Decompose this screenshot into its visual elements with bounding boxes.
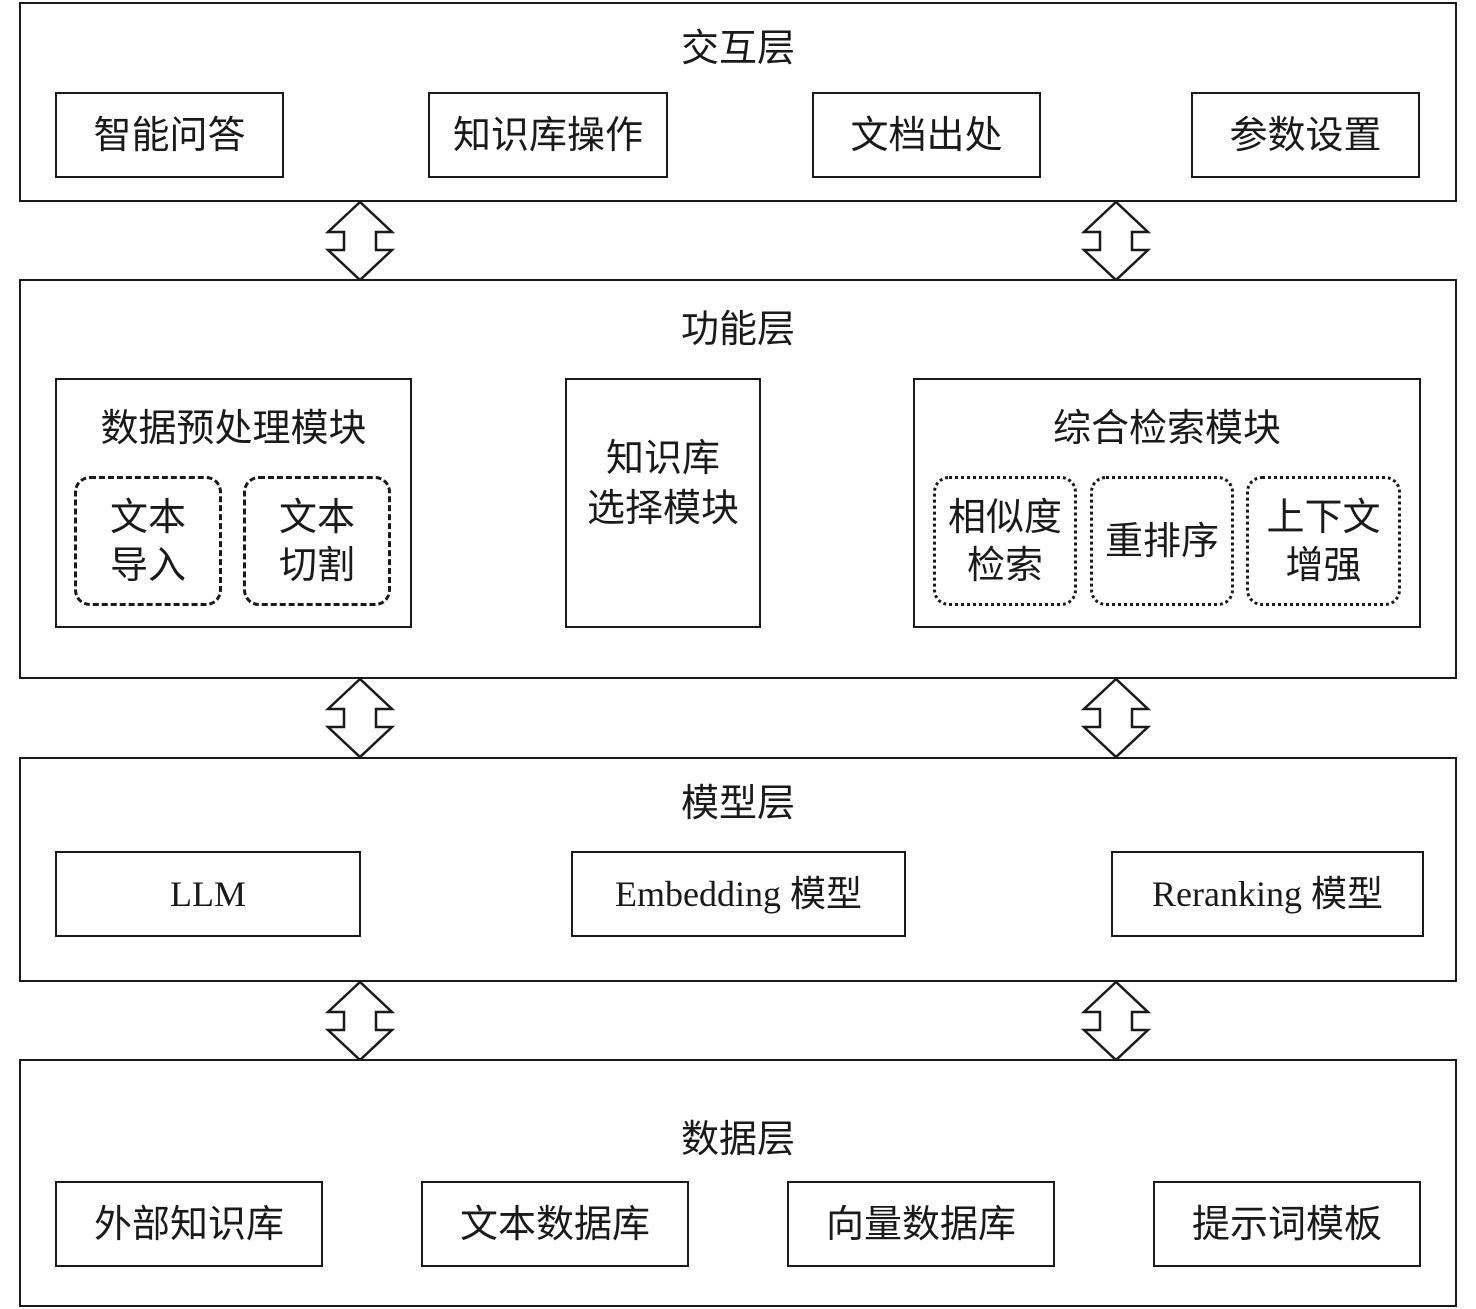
retrieval-module: 综合检索模块 相似度 检索 重排序 上下文 增强 <box>913 378 1421 628</box>
text-import-line2: 导入 <box>109 543 186 587</box>
reranking-model-box: Reranking 模型 <box>1111 851 1424 937</box>
retrieval-module-title: 综合检索模块 <box>1052 406 1281 450</box>
context-enhance-line2: 增强 <box>1285 543 1362 587</box>
external-kb-box: 外部知识库 <box>55 1181 323 1267</box>
preprocess-module-title: 数据预处理模块 <box>100 406 367 450</box>
llm-box: LLM <box>55 851 361 937</box>
preprocess-module: 数据预处理模块 文本 导入 文本 切割 <box>55 378 412 628</box>
function-layer: 功能层 数据预处理模块 文本 导入 文本 切割 知识库 选择模块 综合检索模块 … <box>19 279 1457 679</box>
vector-db-box: 向量数据库 <box>787 1181 1055 1267</box>
bidirectional-arrow-icon <box>1080 980 1152 1062</box>
prompt-template-box: 提示词模板 <box>1153 1181 1421 1267</box>
text-import-submodule: 文本 导入 <box>74 476 222 606</box>
doc-source-box: 文档出处 <box>812 92 1041 178</box>
context-enhance-submodule: 上下文 增强 <box>1246 476 1401 606</box>
param-settings-box: 参数设置 <box>1191 92 1420 178</box>
kb-select-line1: 知识库 <box>605 436 720 480</box>
kb-select-module: 知识库 选择模块 <box>565 378 761 628</box>
text-split-submodule: 文本 切割 <box>243 476 391 606</box>
interaction-layer-title: 交互层 <box>680 26 795 70</box>
text-split-line1: 文本 <box>278 495 355 539</box>
text-import-line1: 文本 <box>109 495 186 539</box>
bidirectional-arrow-icon <box>1080 677 1152 759</box>
kb-select-line2: 选择模块 <box>586 486 739 530</box>
model-layer: 模型层 LLM Embedding 模型 Reranking 模型 <box>19 757 1457 982</box>
data-layer-title: 数据层 <box>680 1117 795 1161</box>
similarity-search-submodule: 相似度 检索 <box>933 476 1077 606</box>
text-split-line2: 切割 <box>278 543 355 587</box>
embedding-model-box: Embedding 模型 <box>571 851 906 937</box>
kb-operation-box: 知识库操作 <box>428 92 668 178</box>
bidirectional-arrow-icon <box>324 200 396 282</box>
rerank-submodule: 重排序 <box>1090 476 1234 606</box>
qa-box: 智能问答 <box>55 92 284 178</box>
bidirectional-arrow-icon <box>1080 200 1152 282</box>
similarity-search-line1: 相似度 <box>947 495 1062 539</box>
rerank-line1: 重排序 <box>1104 519 1219 563</box>
model-layer-title: 模型层 <box>680 781 795 825</box>
context-enhance-line1: 上下文 <box>1266 495 1381 539</box>
bidirectional-arrow-icon <box>324 677 396 759</box>
bidirectional-arrow-icon <box>324 980 396 1062</box>
text-db-box: 文本数据库 <box>421 1181 689 1267</box>
similarity-search-line2: 检索 <box>966 543 1043 587</box>
function-layer-title: 功能层 <box>680 307 795 351</box>
interaction-layer: 交互层 智能问答 知识库操作 文档出处 参数设置 <box>19 2 1457 202</box>
data-layer: 数据层 外部知识库 文本数据库 向量数据库 提示词模板 <box>19 1059 1457 1307</box>
